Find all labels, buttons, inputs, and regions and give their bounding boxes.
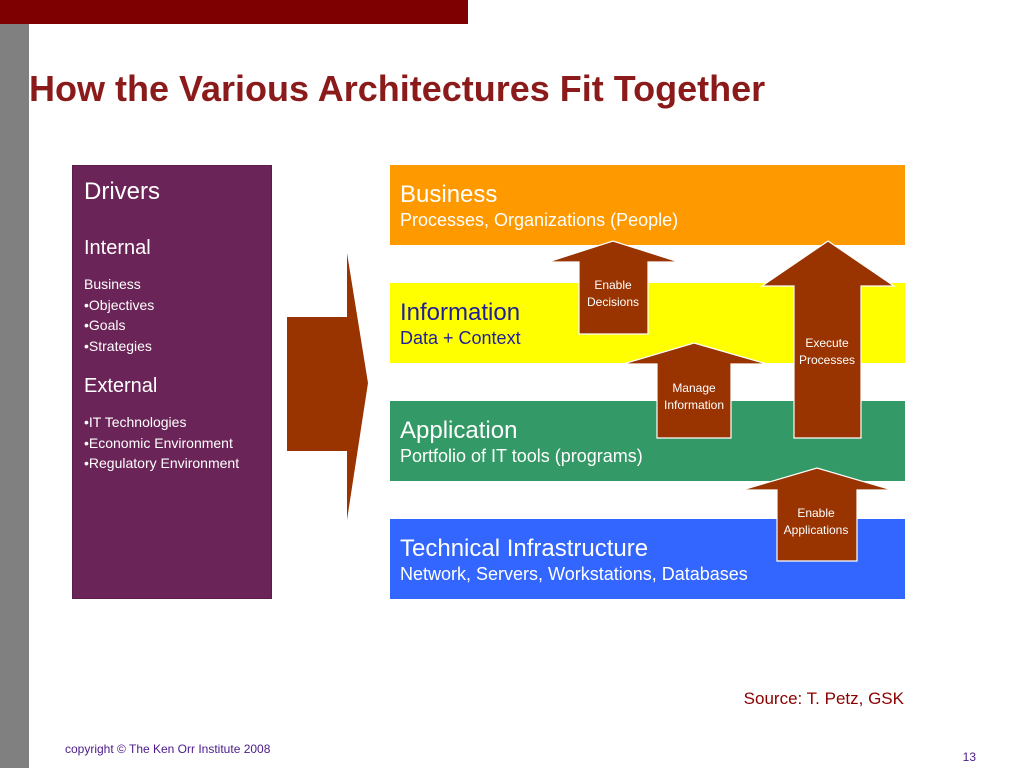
left-side-strip xyxy=(0,24,29,768)
enable-applications-label: Enable Applications xyxy=(771,505,861,539)
page-number: 13 xyxy=(962,750,976,764)
manage-information-line2: Information xyxy=(663,398,725,412)
external-heading: External xyxy=(84,375,158,397)
internal-item: •Objectives xyxy=(84,296,155,313)
execute-processes-arrow xyxy=(760,240,896,439)
internal-item: •Goals xyxy=(84,317,126,333)
application-layer: Application Portfolio of IT tools (progr… xyxy=(390,401,905,481)
execute-processes-line2: Processes xyxy=(798,353,856,367)
internal-subheading: Business xyxy=(84,276,141,292)
enable-decisions-arrow xyxy=(547,240,680,335)
technical-layer-desc: Network, Servers, Workstations, Database… xyxy=(400,564,748,584)
enable-decisions-label: Enable Decisions xyxy=(568,277,658,311)
execute-processes-label: Execute Processes xyxy=(782,335,872,369)
enable-decisions-line1: Enable xyxy=(594,278,632,292)
enable-decisions-line2: Decisions xyxy=(586,295,640,309)
technical-layer-name: Technical Infrastructure xyxy=(400,535,649,562)
copyright-footer: copyright © The Ken Orr Institute 2008 xyxy=(65,742,271,756)
enable-applications-line1: Enable xyxy=(797,506,835,520)
execute-processes-line1: Execute xyxy=(805,336,849,350)
external-item: •Economic Environment xyxy=(84,434,233,451)
external-item: •IT Technologies xyxy=(84,414,187,430)
enable-applications-line2: Applications xyxy=(783,523,849,537)
drivers-box: Drivers Internal Business •Objectives •G… xyxy=(72,165,272,599)
source-citation: Source: T. Petz, GSK xyxy=(743,689,904,708)
business-layer-desc: Processes, Organizations (People) xyxy=(400,210,679,230)
application-layer-desc: Portfolio of IT tools (programs) xyxy=(400,446,643,466)
internal-item: •Strategies xyxy=(84,337,152,354)
enable-applications-arrow xyxy=(741,467,893,562)
drivers-to-layers-arrow xyxy=(287,253,368,520)
business-layer-name: Business xyxy=(400,181,498,208)
application-layer-name: Application xyxy=(400,417,518,444)
internal-heading: Internal xyxy=(84,237,151,259)
manage-information-label: Manage Information xyxy=(649,380,739,414)
information-layer-name: Information xyxy=(400,299,521,326)
drivers-heading: Drivers xyxy=(84,178,160,205)
manage-information-line1: Manage xyxy=(672,381,716,395)
information-layer-desc: Data + Context xyxy=(400,328,521,348)
top-accent-bar xyxy=(0,0,468,24)
manage-information-arrow xyxy=(622,342,768,439)
slide-title: How the Various Architectures Fit Togeth… xyxy=(29,68,766,109)
business-layer: Business Processes, Organizations (Peopl… xyxy=(390,165,905,245)
external-item: •Regulatory Environment xyxy=(84,455,240,471)
